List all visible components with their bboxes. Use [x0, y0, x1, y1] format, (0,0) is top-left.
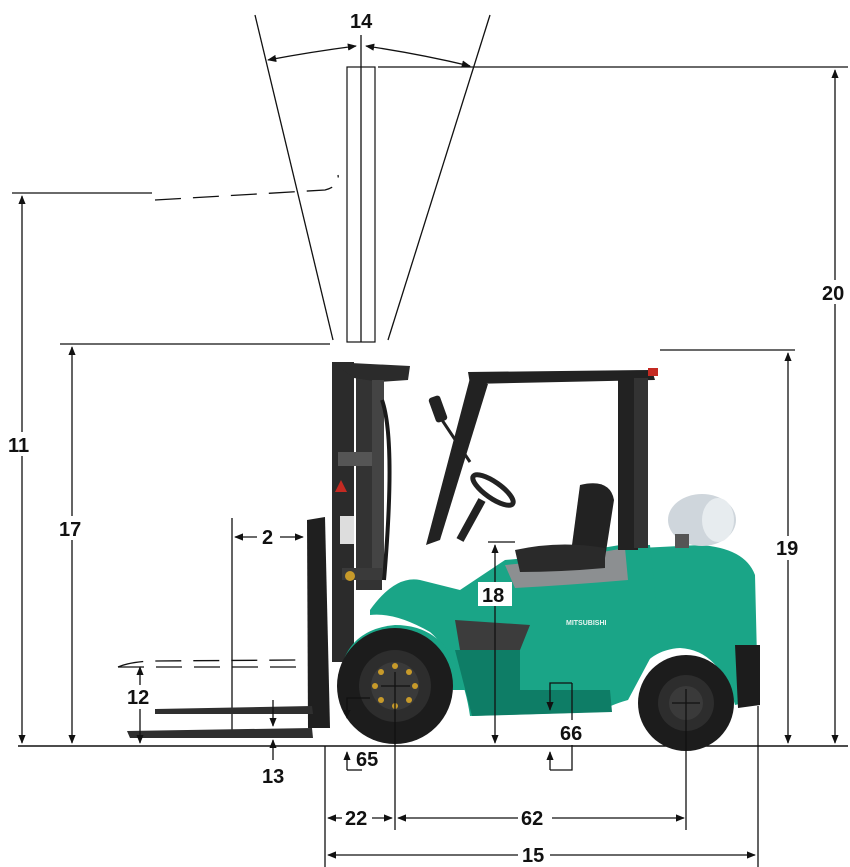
lpg-tank — [668, 494, 736, 548]
dim-20-label: 20 — [822, 283, 844, 305]
mirror — [428, 395, 472, 463]
dim-12: 12 — [125, 666, 157, 744]
dim-17-label: 17 — [59, 519, 81, 541]
steering-wheel — [456, 472, 516, 542]
dim-66-label: 66 — [560, 723, 582, 745]
forks — [127, 706, 313, 738]
dim-12-label: 12 — [127, 687, 149, 709]
floor-step — [455, 620, 530, 650]
dim-19: 19 — [660, 349, 806, 744]
dim-14: 14 — [267, 11, 471, 68]
dim-20: 20 — [378, 66, 850, 744]
dim-13: 13 — [262, 700, 284, 788]
dim-15: 15 — [327, 706, 759, 867]
dim-65-label: 65 — [356, 749, 378, 771]
seat — [515, 483, 614, 572]
dim-11: 11 — [6, 174, 339, 744]
dim-2-label: 2 — [262, 527, 273, 549]
carriage — [307, 516, 354, 728]
dim-17: 17 — [56, 343, 330, 744]
dim-11-label: 11 — [8, 435, 29, 457]
overhead-guard — [426, 368, 658, 550]
rear-bumper — [735, 645, 760, 708]
lifted-forks-dashed — [117, 659, 301, 668]
dim-19-label: 19 — [776, 538, 798, 560]
dim-65: 65 — [343, 697, 378, 771]
dim-15-label: 15 — [522, 845, 544, 867]
dim-62: 62 — [397, 808, 685, 830]
forklift: MITSUBISHI — [127, 362, 760, 751]
dim-66: 66 — [546, 682, 582, 771]
brand-text: MITSUBISHI — [566, 620, 607, 627]
dim-14-label: 14 — [350, 11, 373, 33]
dim-2: 2 — [231, 518, 304, 735]
mast-tilt-lines — [254, 14, 491, 343]
wheel-centers — [381, 672, 700, 830]
dim-13-label: 13 — [262, 766, 284, 788]
dim-62-label: 62 — [521, 808, 543, 830]
dim-18: 18 — [478, 541, 515, 744]
dim-22: 22 — [324, 746, 393, 867]
mast — [332, 362, 410, 662]
dim-18-label: 18 — [482, 585, 504, 607]
dim-22-label: 22 — [345, 808, 367, 830]
